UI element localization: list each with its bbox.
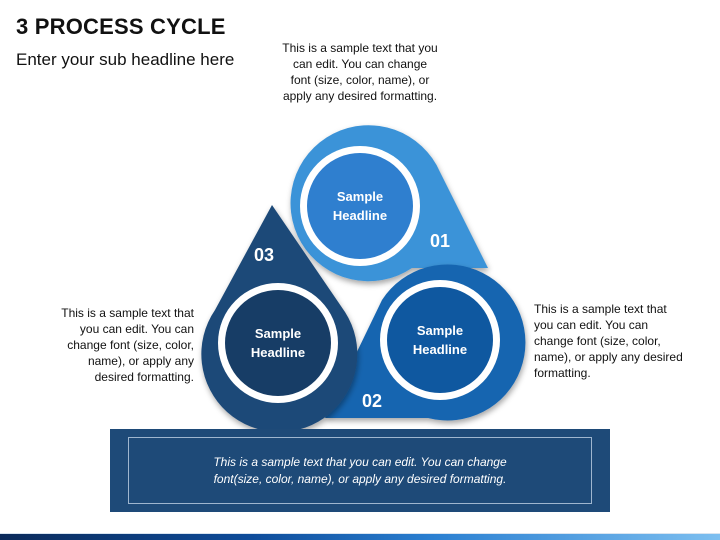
footer-divider [0,533,720,534]
note-top: This is a sample text that you can edit.… [282,41,438,103]
step-02-inner-circle [387,287,493,393]
page-subtitle: Enter your sub headline here [16,50,235,69]
step-03-number: 03 [254,245,274,265]
summary-banner: This is a sample text that you can edit.… [110,429,610,512]
step-01-number: 01 [430,231,450,251]
note-right: This is a sample text that you can edit.… [534,302,683,380]
page-title: 3 PROCESS CYCLE [16,14,226,39]
step-03-inner-circle [225,290,331,396]
step-01-inner-circle [307,153,413,259]
note-left: This is a sample text that you can edit.… [61,306,194,384]
summary-banner-frame: This is a sample text that you can edit.… [128,437,592,504]
footer-gradient-bar [0,534,720,540]
step-02-number: 02 [362,391,382,411]
summary-banner-text: This is a sample text that you can edit.… [213,454,507,486]
